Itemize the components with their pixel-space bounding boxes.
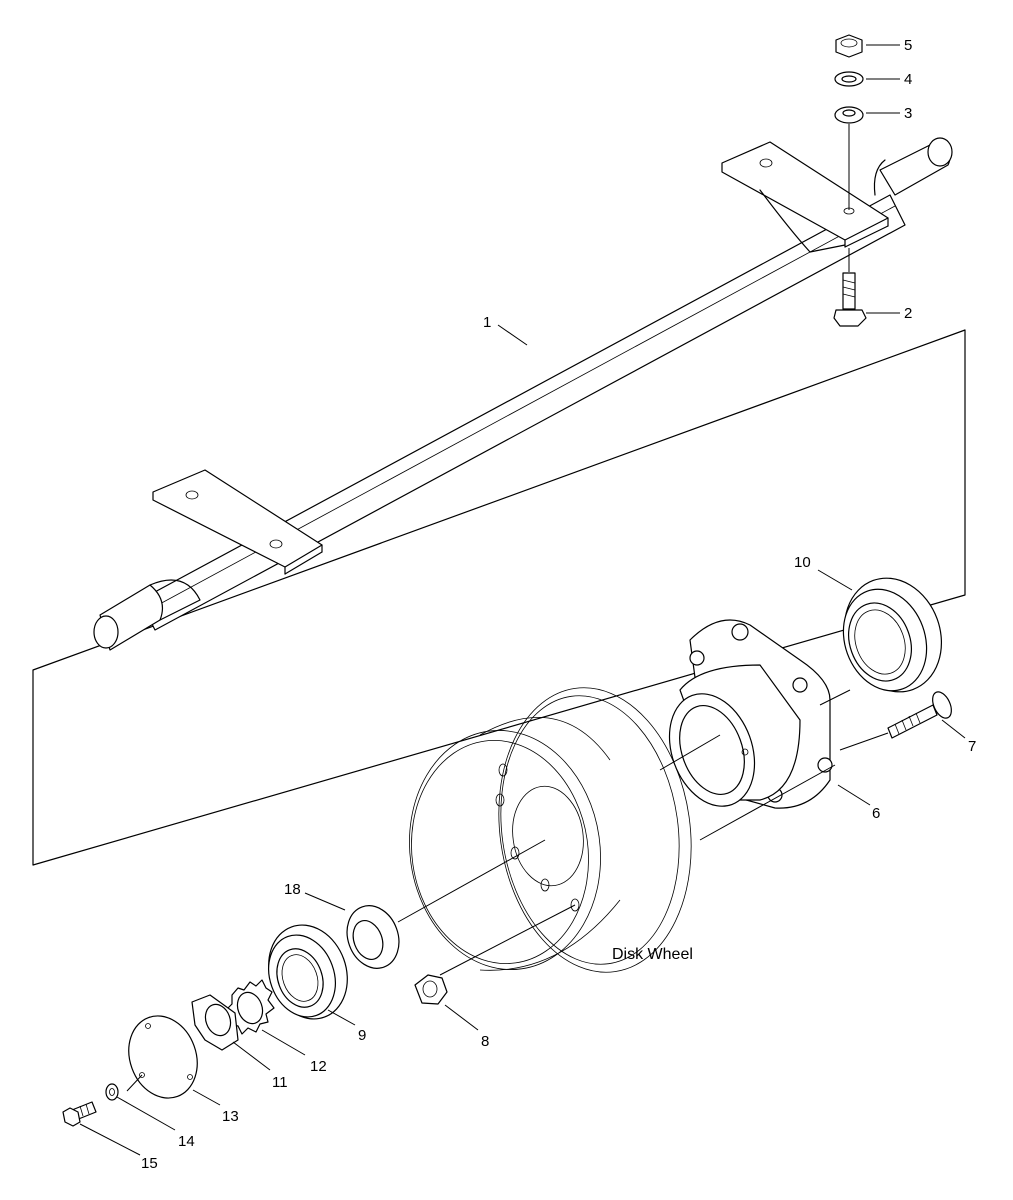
bearing-part-9	[268, 924, 348, 1020]
callout-labels: 1 2 3 4 5 6 7 8 9 10 11 12 13 14 15 18 D…	[141, 37, 976, 1172]
bolt-part-2	[833, 248, 867, 327]
callout-11: 11	[272, 1074, 288, 1091]
disk-wheel-label: Disk Wheel	[612, 946, 693, 963]
bearing-part-10	[842, 577, 943, 693]
callout-15: 15	[141, 1155, 158, 1172]
callout-13: 13	[222, 1108, 239, 1125]
wheel-nut-part-8	[414, 974, 448, 1005]
callout-10: 10	[794, 554, 811, 571]
callout-3: 3	[904, 105, 912, 122]
callout-7: 7	[968, 738, 976, 755]
assembly-axis-upper	[397, 839, 546, 923]
axle-beam	[93, 137, 953, 651]
hub-cap-part-13	[126, 1015, 198, 1099]
callout-6: 6	[872, 805, 880, 822]
oil-seal-part-18	[346, 905, 400, 969]
assembly-axis-hub-bolt	[839, 732, 889, 751]
callout-5: 5	[904, 37, 912, 54]
assembly-axis-bearing	[819, 689, 851, 706]
callout-9: 9	[358, 1027, 366, 1044]
flat-washer-part-4	[834, 71, 864, 87]
callout-2: 2	[904, 305, 912, 322]
assembly-axis-nut	[439, 904, 576, 976]
callout-14: 14	[178, 1133, 195, 1150]
bolt-part-15	[62, 1101, 97, 1127]
toothed-lock-washer-part-12	[225, 979, 275, 1035]
hub-bolt-part-7	[887, 691, 952, 739]
exploded-group-outline	[32, 329, 966, 866]
callout-18: 18	[284, 881, 301, 898]
assembly-axis-lower	[699, 764, 836, 841]
callout-4: 4	[904, 71, 912, 88]
assembly-axis-hub	[659, 734, 721, 771]
callout-8: 8	[481, 1033, 489, 1050]
lock-nut-part-11	[191, 994, 239, 1051]
callout-1: 1	[483, 314, 491, 331]
callout-12: 12	[310, 1058, 327, 1075]
nut-part-5	[835, 34, 863, 58]
washer-part-14	[105, 1083, 119, 1101]
spring-washer-part-3	[834, 106, 864, 210]
leader-lines	[79, 44, 966, 1156]
disk-wheel	[409, 687, 692, 973]
hub-part-6	[668, 619, 833, 809]
